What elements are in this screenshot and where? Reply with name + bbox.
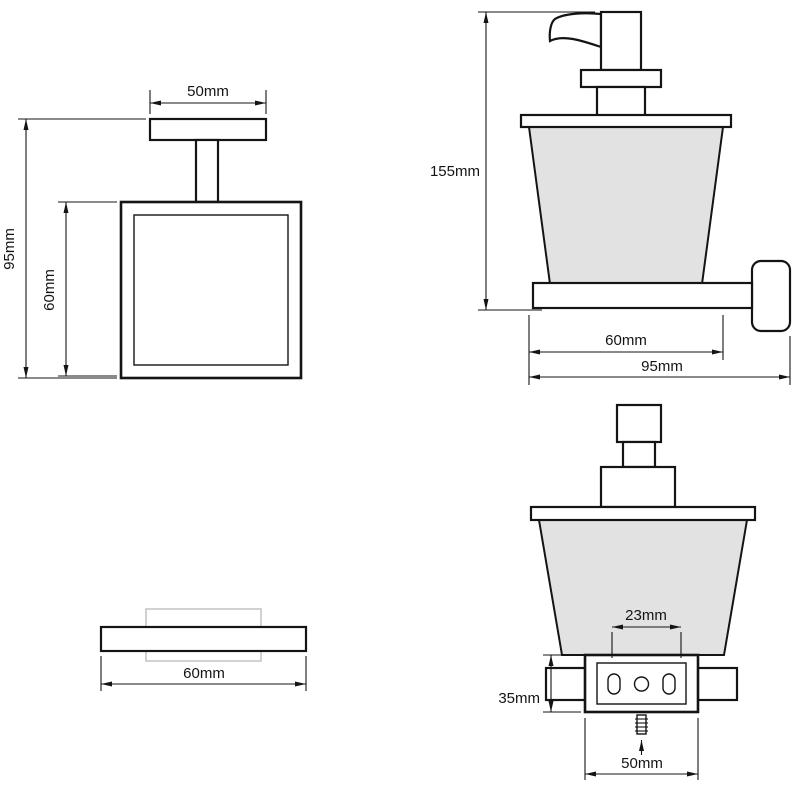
mount-bracket-inner <box>596 662 687 705</box>
view-rear: 23mm 35mm 50mm <box>498 403 757 780</box>
dim-label-total-width: 95mm <box>641 358 683 375</box>
container-lip-rear <box>529 505 757 522</box>
wall-plate-profile <box>99 625 308 653</box>
dim-label-body-width: 60mm <box>605 332 647 349</box>
dimension-plate-width: 60mm <box>100 656 307 691</box>
glass-container <box>527 126 725 285</box>
dimension-total-width: 95mm <box>529 336 791 385</box>
dimension-body-width: 60mm <box>528 315 724 385</box>
dimension-plate-width: 50mm <box>149 83 267 114</box>
container-lip <box>519 113 733 129</box>
view-side: 50mm 95mm 60mm <box>1 83 303 380</box>
dimension-bracket-width: 50mm <box>584 718 699 780</box>
pump-head <box>599 10 643 72</box>
view-plate-bottom: 60mm <box>99 608 308 691</box>
dimension-bracket-height: 35mm <box>498 654 581 713</box>
dim-label-plate-width: 60mm <box>183 665 225 682</box>
holder-ring-inner <box>133 214 289 366</box>
dim-label-plate-width: 50mm <box>187 83 229 100</box>
pump-head-rear <box>615 403 663 444</box>
holder-ring-outer <box>119 200 303 380</box>
glass-container-rear <box>537 519 749 656</box>
dimension-holder-height: 60mm <box>41 201 117 377</box>
pump-collar <box>579 68 663 89</box>
dimension-hole-spacing: 23mm <box>611 607 682 658</box>
dim-label-total-height: 155mm <box>430 163 480 180</box>
view-front: 155mm 60mm 95mm <box>430 10 792 385</box>
mount-stem <box>194 138 220 204</box>
wall-plate-side <box>148 117 268 142</box>
dim-label-total-height: 95mm <box>1 228 18 270</box>
pump-collar-rear <box>599 465 677 509</box>
screw-shaft <box>636 714 647 735</box>
dimension-total-height: 95mm <box>1 118 146 379</box>
screw-slot-right <box>662 673 676 695</box>
dim-label-hole-spacing: 23mm <box>625 607 667 624</box>
dim-label-bracket-height: 35mm <box>498 690 540 707</box>
center-hole <box>633 676 650 692</box>
screw-icon <box>635 714 648 755</box>
pump-neck <box>595 85 647 119</box>
screw-slot-left <box>607 673 621 695</box>
pump-neck-rear <box>621 440 657 469</box>
dimension-total-height: 155mm <box>430 11 595 311</box>
wall-mount-plate <box>750 259 792 333</box>
dim-label-holder-height: 60mm <box>41 269 58 311</box>
dim-label-bracket-width: 50mm <box>621 755 663 772</box>
pump-spout <box>548 12 603 49</box>
holder-arm <box>531 281 754 310</box>
